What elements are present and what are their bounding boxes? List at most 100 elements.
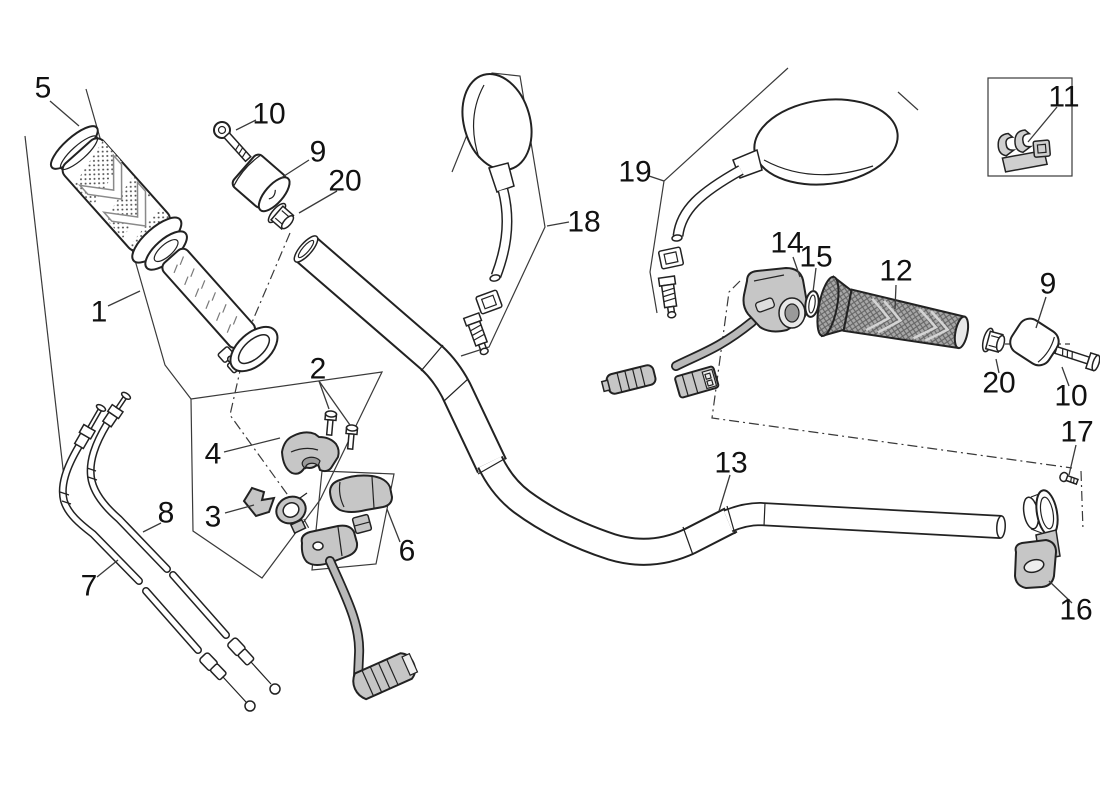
part-16-switch-right [1013, 489, 1061, 590]
callout-number: 14 [770, 227, 803, 260]
callout-leader [546, 221, 570, 227]
part-11-clip [997, 129, 1051, 173]
mirror-19-adjuster-stud [657, 275, 678, 319]
cable-8-barrel-adjuster [227, 637, 255, 666]
part-10-bolt-left [213, 121, 252, 163]
mirror-18-adjuster-stud [462, 311, 489, 356]
callout-leader [792, 256, 801, 278]
callout-number: 4 [205, 438, 222, 471]
callout-19: 19 [618, 156, 665, 189]
callout-6: 6 [386, 508, 416, 568]
callout-leader [894, 284, 897, 310]
part-6-connector [352, 652, 419, 701]
callout-7: 7 [81, 559, 119, 603]
callout-number: 10 [252, 98, 285, 131]
part-12-grip-right [816, 275, 970, 350]
callout-number: 5 [35, 72, 52, 105]
callout-leader [718, 474, 731, 512]
callout-leader [648, 175, 665, 182]
mirror-18-stem-base [488, 162, 515, 193]
callout-number: 13 [714, 447, 747, 480]
part-14-switch-housing [600, 266, 809, 399]
part-1-throttle-tube [131, 216, 279, 374]
callout-8: 8 [142, 497, 174, 533]
cable-8-nipple [269, 683, 281, 695]
callout-5: 5 [35, 72, 80, 127]
callout-number: 19 [618, 156, 651, 189]
part-8-cable [86, 391, 281, 695]
callout-number: 17 [1060, 416, 1093, 449]
callout-3: 3 [205, 501, 255, 534]
part-13-handlebar [293, 235, 1006, 566]
switch-14-button [755, 297, 775, 313]
part-19-mirror-right [657, 98, 899, 319]
part-14-connector-a [600, 364, 657, 395]
cable-8-adjuster-end [101, 391, 132, 428]
callout-20: 20 [298, 165, 362, 214]
callout-leader [107, 290, 141, 307]
callout-number: 10 [1054, 380, 1087, 413]
callout-leader [386, 508, 401, 543]
parts-box-234 [190, 371, 384, 579]
part-18-mirror-left [461, 73, 533, 356]
callout-11: 11 [1027, 81, 1080, 143]
cable-7-nipple [244, 700, 256, 712]
callout-2: 2 [310, 353, 351, 426]
callout-number: 7 [81, 570, 98, 603]
callout-leader [318, 380, 351, 426]
callout-9: 9 [280, 136, 327, 179]
callout-1: 1 [91, 290, 141, 329]
callout-leader [142, 522, 162, 533]
part-7-cable [58, 403, 256, 712]
callout-number: 9 [1040, 268, 1057, 301]
callout-leader [280, 159, 310, 179]
part-14-connector-b [674, 365, 720, 399]
callout-leader [812, 267, 817, 293]
callout-leader [298, 190, 338, 214]
callout-12: 12 [879, 255, 913, 310]
part-10-bolt-right [1053, 345, 1100, 372]
axis-dashdot-right [711, 280, 1073, 469]
callout-number: 2 [310, 353, 327, 386]
callout-number: 3 [205, 501, 222, 534]
callout-number: 9 [310, 136, 327, 169]
handlebar-joint-lines [420, 344, 766, 556]
callout-number: 11 [1048, 81, 1079, 114]
handlebar-left-end-opening [293, 235, 319, 263]
cable-7-adjuster-end [73, 403, 107, 450]
callout-10: 10 [235, 98, 286, 131]
callout-leader [995, 358, 1000, 374]
part-11-clip-box [987, 77, 1073, 177]
left-grip-assembly [49, 125, 279, 374]
part-20-nut-right [981, 327, 1006, 353]
callout-leader [49, 100, 80, 127]
callout-number: 1 [91, 296, 108, 329]
callout-leader [1061, 366, 1070, 387]
callout-10: 10 [1054, 366, 1088, 413]
callout-number: 18 [567, 206, 600, 239]
mirror-19-head [753, 98, 899, 186]
part-9-weight-left [231, 153, 291, 213]
mirror-19-adjuster-nut [657, 246, 685, 270]
callout-leader [96, 559, 119, 578]
mirror-18-head [461, 73, 533, 171]
cable-7-barrel-adjuster [199, 652, 227, 681]
callout-number: 20 [328, 165, 361, 198]
callout-14: 14 [770, 227, 804, 278]
panel-mirror-19-b [897, 91, 919, 111]
part-6-switch-lower [300, 474, 419, 701]
callout-number: 16 [1059, 594, 1092, 627]
callout-leader [224, 504, 255, 514]
axis-dashdot-right-edge [1080, 470, 1084, 531]
callout-number: 12 [879, 255, 912, 288]
callout-leader [1027, 106, 1058, 143]
callout-13: 13 [714, 447, 748, 512]
part-9-weight-right [1009, 317, 1060, 367]
callout-9: 9 [1035, 268, 1057, 329]
part-3-cable-guide [242, 486, 308, 535]
callout-15: 15 [799, 241, 833, 293]
callout-number: 6 [399, 535, 416, 568]
